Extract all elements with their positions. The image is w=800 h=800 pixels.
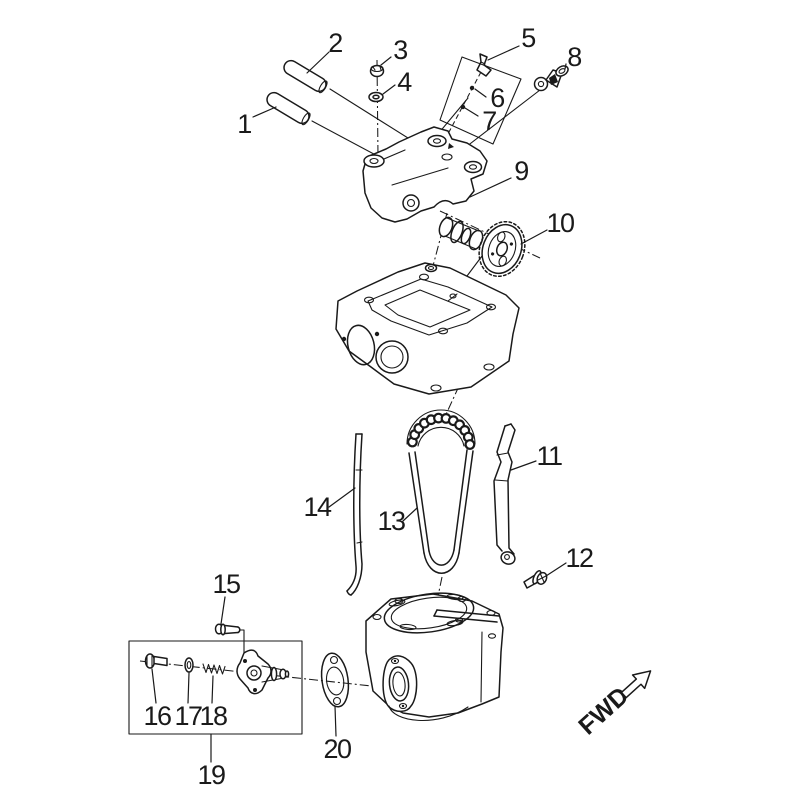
callout-15: 15 <box>212 569 240 599</box>
camshaft-holder-part-9 <box>362 126 488 223</box>
gasket-part-20 <box>320 652 350 708</box>
callout-9: 9 <box>514 156 528 186</box>
screw-set-box-6-7 <box>439 56 522 145</box>
camshaft-part-10 <box>438 216 526 278</box>
callout-19: 19 <box>197 760 225 790</box>
callout-12: 12 <box>565 543 593 573</box>
callout-3: 3 <box>393 35 407 65</box>
fwd-arrow-icon <box>620 670 652 699</box>
tensioner-spring-part-18 <box>202 663 226 675</box>
callout-8: 8 <box>567 42 581 72</box>
callout-17: 17 <box>174 701 202 731</box>
callout-7: 7 <box>482 106 496 136</box>
nut-part-3 <box>369 64 385 78</box>
leader-lines <box>151 45 567 763</box>
fwd-direction-indicator: FWD <box>573 670 652 740</box>
callout-18: 18 <box>199 701 227 731</box>
callout-11: 11 <box>536 441 562 471</box>
washer-part-4 <box>368 91 384 103</box>
callout-20: 20 <box>323 734 351 764</box>
callout-16: 16 <box>143 701 171 731</box>
callout-14: 14 <box>303 492 332 522</box>
callout-1: 1 <box>237 109 251 139</box>
cylinder-block <box>365 592 504 721</box>
chain-guide-part-11 <box>493 423 516 565</box>
cylinder-head <box>335 262 520 395</box>
callout-labels: 1 2 3 4 5 6 7 8 9 10 11 12 13 14 15 16 1… <box>143 23 594 790</box>
tensioner-lifter-body <box>236 649 290 695</box>
tensioner-washer-part-17 <box>184 657 194 673</box>
dowel-pin-part-2 <box>283 59 328 94</box>
cam-chain-part-13 <box>406 409 476 574</box>
tensioner-assembly-box-part-19 <box>128 640 303 735</box>
dowel-pin-part-1 <box>266 91 311 126</box>
callout-5: 5 <box>521 23 535 53</box>
joint-fitting-part-8 <box>533 65 569 92</box>
callout-4: 4 <box>397 67 412 97</box>
callout-6: 6 <box>490 83 504 113</box>
callout-2: 2 <box>328 28 342 58</box>
callout-13: 13 <box>377 506 405 536</box>
callout-10: 10 <box>546 208 574 238</box>
chain-guide-part-14 <box>346 433 363 596</box>
tensioner-bolt-part-16 <box>144 653 168 669</box>
sealing-bolt-part-15 <box>214 623 245 654</box>
flange-bolt-part-12 <box>523 569 548 589</box>
